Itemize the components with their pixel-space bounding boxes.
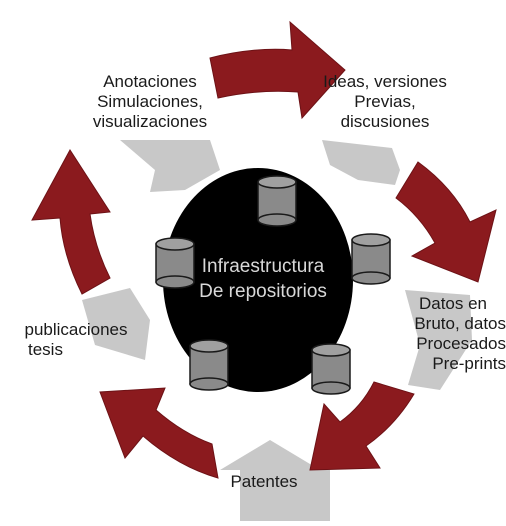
patents-label: Patentes — [214, 472, 314, 492]
ideas-line-1: Ideas, versiones — [323, 72, 447, 91]
gray-arrow-bottom — [220, 440, 330, 521]
database-icon — [351, 233, 391, 285]
hub-label-line-1: Infraestructura — [201, 256, 325, 277]
database-icon — [311, 343, 351, 395]
hub-label-line-2: De repositorios — [199, 281, 327, 302]
ideas-line-2: Previas, — [354, 92, 416, 111]
publications-line-1: publicaciones — [24, 320, 128, 339]
data-label: Datos en Bruto, datos Procesados Pre-pri… — [396, 294, 506, 374]
red-arrow-right — [395, 161, 497, 283]
red-arrow-bottom-right — [309, 381, 415, 471]
red-arrow-top — [209, 20, 346, 120]
red-arrows — [31, 20, 497, 479]
annotations-line-1: Anotaciones — [103, 72, 197, 91]
annotations-line-3: visualizaciones — [92, 112, 208, 131]
ideas-label: Ideas, versiones Previas, discusiones — [310, 72, 460, 132]
gray-arrow-right — [405, 290, 472, 390]
gray-arrow-left — [82, 288, 150, 360]
publications-line-2: tesis — [28, 340, 63, 359]
data-line-4: Pre-prints — [432, 354, 506, 373]
database-cylinders — [155, 175, 391, 395]
data-line-2: Bruto, datos — [414, 314, 506, 333]
database-icon — [257, 175, 297, 227]
red-arrow-bottom-left — [99, 387, 219, 479]
annotations-line-2: Simulaciones, — [97, 92, 203, 111]
ideas-line-3: discusiones — [340, 112, 430, 131]
annotations-label: Anotaciones Simulaciones, visualizacione… — [80, 72, 220, 132]
data-line-1: Datos en — [418, 294, 488, 313]
database-icon — [189, 339, 229, 391]
repository-hub — [163, 168, 353, 392]
gray-arrows — [82, 140, 472, 521]
hub-label: Infraestructura De repositorios — [178, 254, 348, 304]
gray-arrow-top-right — [322, 140, 400, 185]
red-arrow-left — [31, 149, 111, 295]
patents-line-1: Patentes — [230, 472, 298, 491]
gray-arrow-top-left — [120, 140, 220, 192]
data-line-3: Procesados — [416, 334, 506, 353]
publications-label: publicaciones tesis — [6, 320, 146, 360]
database-icon — [155, 237, 195, 289]
